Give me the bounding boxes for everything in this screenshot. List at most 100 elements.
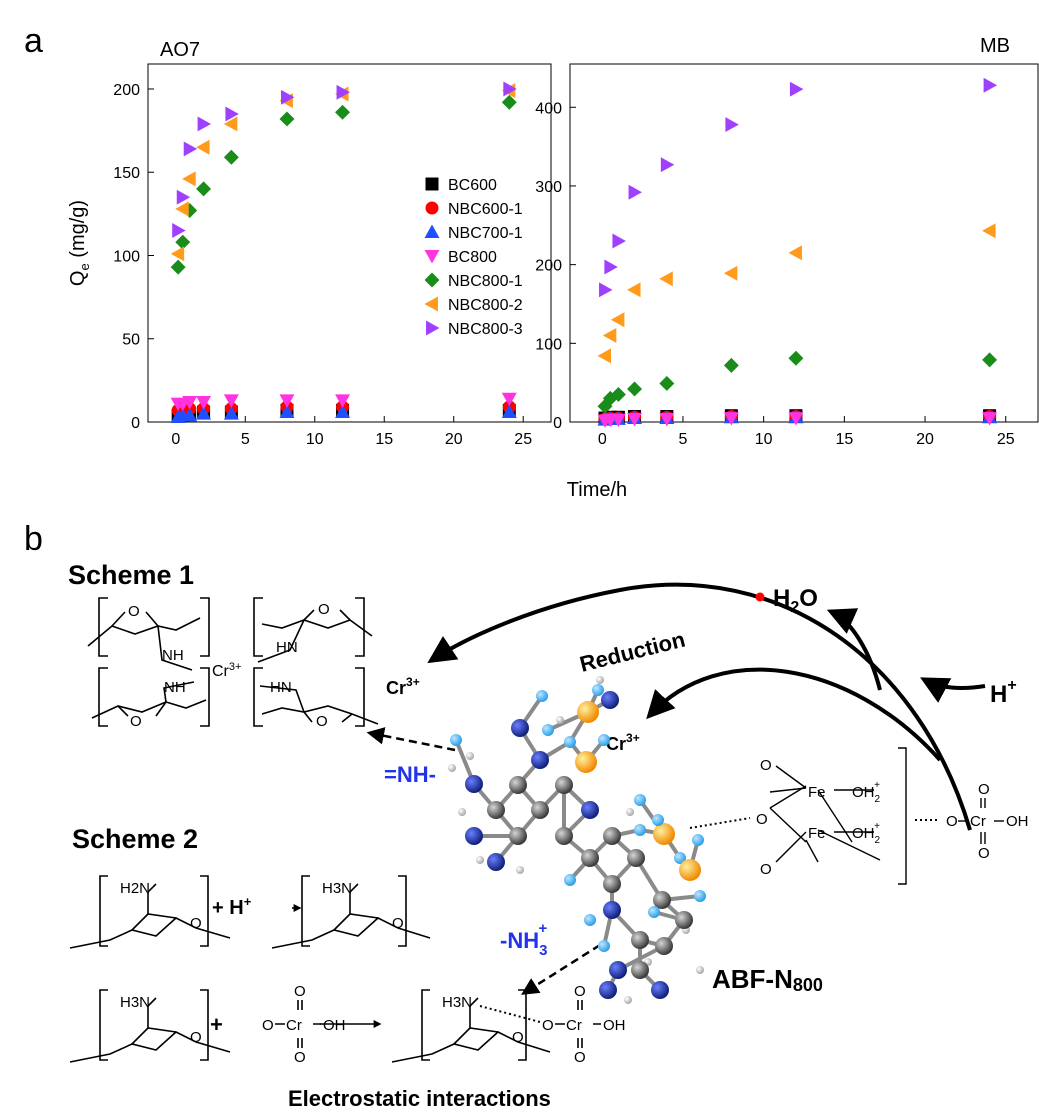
molecule-atom-c (531, 801, 549, 819)
data-point (175, 201, 189, 217)
ring-o: O (128, 603, 140, 620)
molecule-atom-c (655, 937, 673, 955)
molecule-atom-c (509, 827, 527, 845)
chromate-o: O (946, 813, 958, 830)
scheme2-structures (69, 875, 601, 1063)
molecule-atom-h (696, 966, 704, 974)
molecule-atom-c (555, 776, 573, 794)
chromate-cr: Cr (970, 813, 986, 830)
data-point (196, 406, 212, 420)
abf-n800-molecule (448, 676, 706, 1004)
chromate-oh: OH (323, 1017, 346, 1034)
y-tick-label: 0 (131, 415, 140, 432)
molecule-atom-s (575, 751, 597, 773)
fe-chromate-bonds (958, 798, 1004, 844)
data-point (176, 189, 191, 205)
x-tick-label: 10 (306, 431, 324, 448)
data-point (610, 413, 626, 428)
data-point (982, 352, 998, 368)
x-tick-label: 0 (598, 431, 607, 448)
y-tick-label: 400 (535, 100, 562, 117)
molecule-atom-h (516, 866, 524, 874)
data-point (501, 94, 517, 110)
fe-label: Fe (808, 825, 826, 842)
legend-label: NBC700-1 (448, 225, 523, 242)
chromate-oh: OH (603, 1017, 626, 1034)
molecule-atom-c (631, 961, 649, 979)
data-point (279, 404, 295, 418)
ring-o: O (190, 915, 202, 932)
x-tick-label: 20 (916, 431, 934, 448)
y-tick-label: 300 (535, 179, 562, 196)
data-point (182, 171, 196, 187)
reduction-arrows (427, 582, 986, 831)
data-point (602, 327, 617, 343)
data-point (788, 245, 802, 261)
h2n-label: H2N (120, 880, 150, 897)
data-point (223, 406, 239, 420)
data-point (982, 412, 998, 426)
molecule-atom-n (531, 751, 549, 769)
molecule-atom-ln (450, 734, 462, 746)
y-tick-label: 0 (553, 415, 562, 432)
molecule-atom-c (631, 931, 649, 949)
chromate-o: O (574, 983, 586, 1000)
legend-marker (426, 320, 440, 336)
molecule-atom-h (596, 676, 604, 684)
fe-complex-labels: O O O Fe Fe OH2+ OH2+ O Cr OH O O (756, 757, 1029, 878)
molecule-atom-h (448, 764, 456, 772)
y-tick-label: 200 (535, 258, 562, 275)
data-point (279, 394, 295, 408)
fe-oh2: OH2+ (852, 780, 881, 805)
ring-nh: NH (164, 679, 186, 696)
ring-hn: HN (276, 639, 298, 656)
data-point (197, 116, 212, 132)
data-point (597, 398, 613, 414)
molecule-atom-s (679, 859, 701, 881)
y-tick-label: 200 (113, 82, 140, 99)
data-point (196, 181, 212, 197)
fe-o: O (756, 811, 768, 828)
x-tick-label: 10 (755, 431, 773, 448)
proton-label: H+ (990, 677, 1017, 708)
molecule-atom-ln (542, 724, 554, 736)
chromate-o: O (294, 1049, 306, 1066)
molecule-atom-n (601, 691, 619, 709)
ring-o: O (512, 1029, 524, 1046)
chromate-cr: Cr (286, 1017, 302, 1034)
legend-label: NBC800-2 (448, 297, 523, 314)
cr3-label-upper: Cr3+ (386, 675, 420, 698)
fe-o: O (760, 757, 772, 774)
molecule-atom-ln (648, 906, 660, 918)
data-point (182, 396, 198, 410)
h3n-label: H3N (322, 880, 352, 897)
scheme1-structure (87, 597, 379, 727)
molecule-atom-c (675, 911, 693, 929)
panel-b-label: b (24, 520, 43, 558)
data-point (597, 348, 611, 364)
molecule-atom-ln (674, 852, 686, 864)
y-tick-label: 50 (122, 332, 140, 349)
molecule-atom-ln (598, 734, 610, 746)
ring-nh: NH (162, 647, 184, 664)
molecule-atom-ln (598, 940, 610, 952)
fe-label: Fe (808, 784, 826, 801)
legend-label: NBC800-3 (448, 321, 523, 338)
data-point (501, 392, 517, 407)
ring-o: O (190, 1029, 202, 1046)
molecule-atom-c (581, 849, 599, 867)
data-point (335, 104, 351, 120)
x-tick-label: 25 (997, 431, 1015, 448)
data-point (223, 116, 238, 132)
molecule-atom-ln (694, 890, 706, 902)
electrostatic-dotted (479, 1005, 541, 1023)
molecule-atom-c (653, 891, 671, 909)
data-point (610, 312, 625, 328)
molecule-atom-c (555, 827, 573, 845)
scheme2-labels: H2N H3N H3N H3N O O O O + H+ + O Cr OH O… (120, 880, 626, 1066)
data-point (627, 282, 641, 298)
h3n-label: H3N (120, 994, 150, 1011)
molecule-atom-h (624, 996, 632, 1004)
molecule-atom-ln (634, 824, 646, 836)
